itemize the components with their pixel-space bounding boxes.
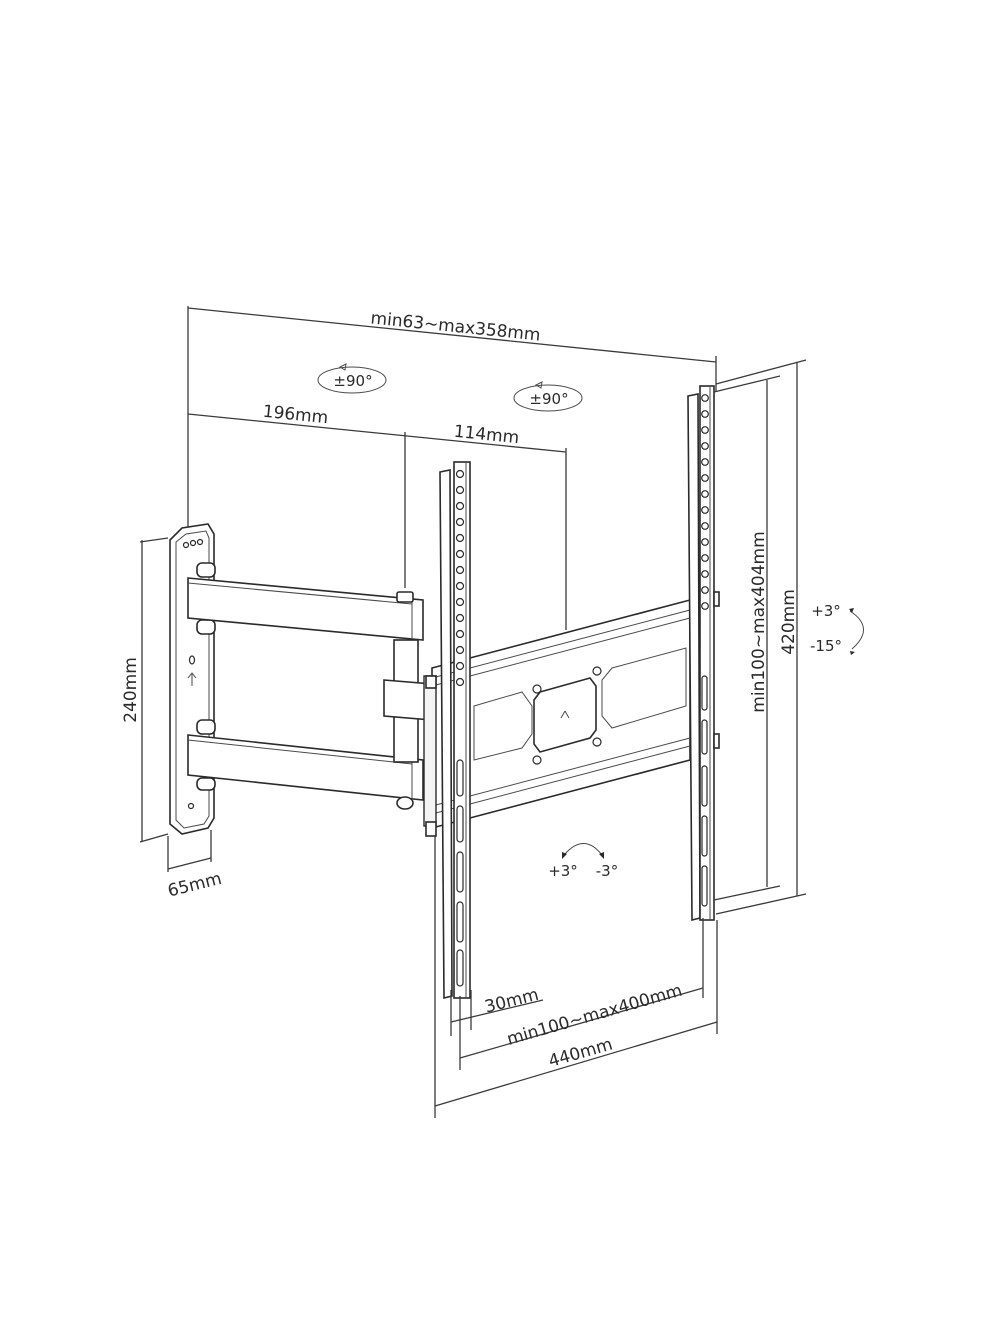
rail-height-dimension: 420mm [715, 359, 807, 915]
swivel-rotation-icon-1: ±90° [317, 363, 387, 394]
horizontal-crossbar [431, 598, 691, 830]
vesa-vertical-dimension: min100~max404mm [713, 375, 781, 901]
arm-extension-dimension: min63~max358mm [187, 306, 717, 540]
svg-text:+3°: +3° [548, 862, 578, 880]
svg-text:420mm: 420mm [779, 589, 799, 655]
svg-text:65mm: 65mm [166, 869, 224, 902]
tilt-rotation-icon: +3° -15° [810, 602, 864, 655]
svg-text:-3°: -3° [596, 862, 618, 880]
lower-arm [187, 734, 424, 810]
svg-text:114mm: 114mm [453, 422, 520, 449]
svg-text:-15°: -15° [810, 637, 842, 655]
upper-arm [187, 577, 424, 641]
wall-plate [169, 523, 216, 835]
swivel-rotation-icon-2: ±90° [513, 381, 583, 412]
wall-plate-width-dimension: 65mm [166, 830, 224, 901]
svg-text:min63~max358mm: min63~max358mm [370, 308, 542, 345]
arm-pivot-column [383, 639, 433, 763]
wall-plate-height-dimension: 240mm [121, 537, 169, 843]
svg-text:30mm: 30mm [483, 985, 541, 1018]
svg-text:240mm: 240mm [121, 657, 141, 723]
svg-text:min100~max404mm: min100~max404mm [749, 531, 769, 712]
svg-text:196mm: 196mm [262, 402, 329, 429]
svg-text:±90°: ±90° [333, 372, 372, 390]
level-rotation-icon: +3° -3° [548, 843, 618, 880]
svg-text:440mm: 440mm [546, 1035, 615, 1072]
right-rail-holes [701, 394, 709, 907]
svg-text:+3°: +3° [811, 602, 841, 620]
left-rail-holes [455, 469, 465, 987]
svg-text:±90°: ±90° [529, 390, 568, 408]
right-vertical-rail [687, 385, 720, 922]
left-vertical-rail [423, 461, 471, 1000]
